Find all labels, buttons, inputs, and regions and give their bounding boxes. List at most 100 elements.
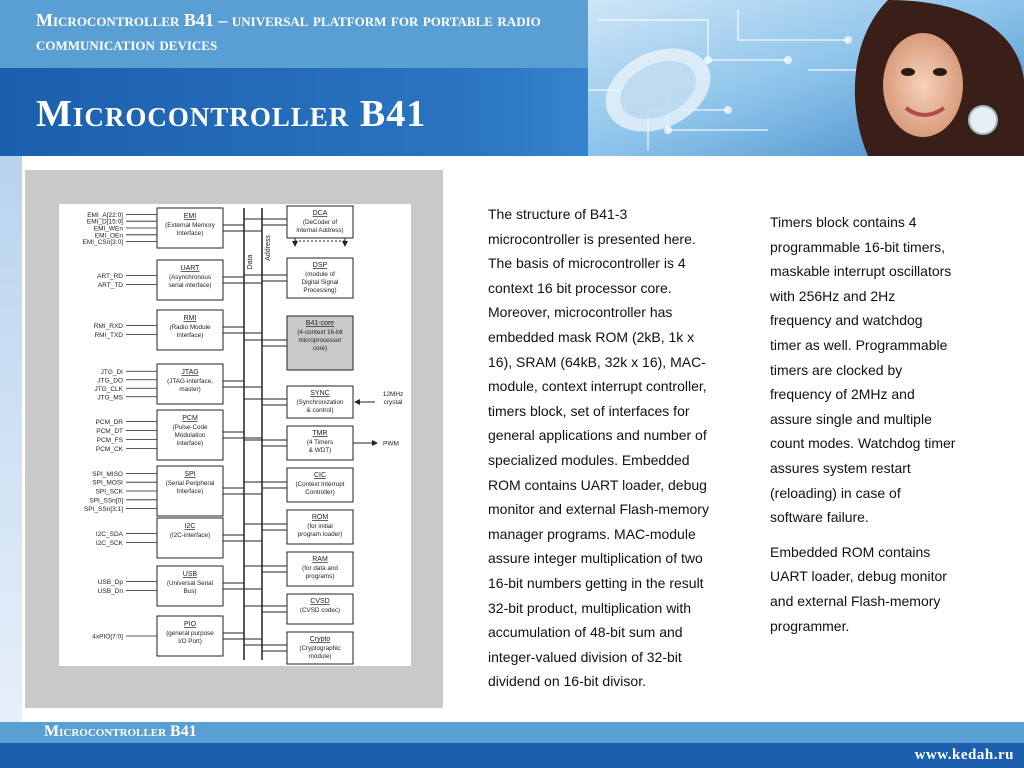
- right-block-desc: (4-context 16-bit: [297, 329, 343, 336]
- footer-bottom-band: [0, 743, 1024, 768]
- left-block-title: PCM: [182, 415, 198, 422]
- left-block-title: RMI: [184, 315, 197, 322]
- right-block-cvsd: [286, 593, 354, 625]
- page-title: Microcontroller B41: [36, 93, 427, 135]
- signal-label: SPI_MISO: [92, 471, 123, 478]
- right-block-dsp: [286, 257, 354, 299]
- signal-label: ART_TD: [98, 282, 123, 289]
- address-bus-label: Address: [265, 235, 272, 261]
- left-block-jtag: [156, 363, 224, 405]
- left-block-rmi: [156, 309, 224, 351]
- left-block-title: UART: [181, 265, 201, 272]
- right-block-cic: [286, 467, 354, 503]
- left-block-pcm: [156, 409, 224, 461]
- left-block-title: EMI: [184, 213, 197, 220]
- right-block-title: B41-core: [306, 320, 335, 327]
- footer-title: Microcontroller B41: [44, 723, 197, 740]
- left-block-desc: I/O Port): [178, 638, 202, 645]
- right-block-title: Crypto: [310, 636, 331, 643]
- left-block-desc: (Asynchronous: [169, 274, 211, 281]
- signal-label: SPI_MOSI: [92, 480, 123, 487]
- right-block-desc: (for data and: [302, 565, 338, 572]
- right-block-rom: [286, 509, 354, 545]
- right-block-desc: (DeCoder of: [303, 219, 338, 226]
- data-bus-label: Data: [247, 255, 254, 270]
- left-block-title: USB: [183, 571, 198, 578]
- left-block-desc: master): [179, 386, 200, 393]
- rom-paragraph: Embedded ROM contains UART loader, debug…: [770, 543, 947, 634]
- right-block-desc: Controller): [305, 489, 334, 496]
- signal-label: JTG_CLK: [94, 386, 123, 393]
- left-block-i2c: [156, 517, 224, 559]
- right-block-desc: Processing): [303, 287, 336, 294]
- left-block-title: JTAG: [181, 369, 198, 376]
- footer-top-band: [0, 722, 1024, 743]
- description-column-1: The structure of B41-3 microcontroller i…: [488, 202, 714, 694]
- left-block-desc: (JTAG-interface,: [167, 378, 213, 385]
- right-block-sync: [286, 385, 354, 419]
- left-block-uart: [156, 259, 224, 301]
- right-block-title: RAM: [312, 556, 328, 563]
- description-column-2: Timers block contains 4 programmable 16-…: [770, 210, 956, 638]
- pwm-output-label: PWM: [383, 441, 399, 448]
- signal-label: 4xPIO[7:0]: [92, 634, 123, 641]
- sync-input-label: crystal: [384, 399, 403, 406]
- left-block-desc: (general purpose: [166, 630, 214, 637]
- description-paragraph: The structure of B41-3 microcontroller i…: [488, 206, 709, 690]
- signal-label: USB_Dp: [98, 579, 124, 586]
- left-block-desc: (Serial Peripheral: [166, 480, 215, 487]
- right-block-desc: (CVSD codec): [300, 607, 340, 614]
- right-block-dca: [286, 205, 354, 239]
- left-block-pio: [156, 615, 224, 657]
- sync-input-label: 12MHz: [383, 391, 404, 398]
- left-block-desc: interface): [177, 440, 203, 447]
- right-block-title: DCA: [313, 210, 328, 217]
- left-block-desc: (Universal Serial: [167, 580, 213, 587]
- left-block-title: PIO: [184, 621, 197, 628]
- right-block-title: TMR: [312, 430, 327, 437]
- signal-label: PCM_CK: [96, 446, 124, 453]
- left-block-title: SPI: [184, 471, 195, 478]
- header-illustration: [588, 0, 1024, 156]
- signal-label: RMI_TXD: [94, 332, 123, 339]
- timers-paragraph: Timers block contains 4 programmable 16-…: [770, 214, 956, 526]
- footer-url: www.kedah.ru: [914, 747, 1014, 763]
- signal-label: PCM_FS: [97, 437, 124, 444]
- left-block-desc: (Pulse-Code: [173, 424, 208, 431]
- right-block-desc: & WDT): [309, 447, 331, 454]
- signal-label: SPI_SCK: [96, 489, 124, 496]
- right-block-desc: (4 Timers: [307, 439, 333, 446]
- signal-label: EMI_WEn: [94, 226, 124, 233]
- right-block-desc: (Context Interrupt: [296, 481, 345, 488]
- signal-label: I2C_SDA: [96, 531, 124, 538]
- left-block-spi: [156, 465, 224, 517]
- signal-label: I2C_SCK: [96, 540, 124, 547]
- right-block-desc: internal Address): [296, 227, 343, 234]
- left-block-desc: serial interface): [168, 282, 211, 289]
- right-block-title: DSP: [313, 262, 328, 269]
- right-block-b41-core: [286, 315, 354, 371]
- left-block-emi: [156, 207, 224, 249]
- signal-label: JTG_DO: [97, 377, 123, 384]
- left-block-desc: Bus): [184, 588, 197, 595]
- signal-label: JTG_MS: [97, 394, 123, 401]
- right-block-desc: & control): [307, 407, 334, 414]
- left-block-desc: (External Memory: [165, 222, 216, 229]
- signal-label: PCM_DR: [96, 419, 124, 426]
- left-block-desc: (Radio Module: [170, 324, 211, 331]
- signal-label: SPI_SSn[3:1]: [84, 506, 123, 513]
- right-block-desc: (Cryptographic: [299, 645, 340, 652]
- header-subtitle: Microcontroller B41 – universal platform…: [36, 10, 541, 54]
- left-block-usb: [156, 565, 224, 607]
- signal-label: EMI_D[15:0]: [87, 219, 123, 226]
- left-block-desc: Interface): [177, 230, 204, 237]
- right-block-desc: (Synchronization: [297, 399, 344, 406]
- signal-label: EMI_A[22:0]: [87, 212, 123, 219]
- signal-label: JTG_DI: [101, 369, 124, 376]
- signal-label: SPI_SSn[0]: [89, 497, 123, 504]
- left-block-desc: Interface): [177, 488, 204, 495]
- signal-label: USB_Dn: [98, 588, 124, 595]
- right-block-title: SYNC: [310, 390, 329, 397]
